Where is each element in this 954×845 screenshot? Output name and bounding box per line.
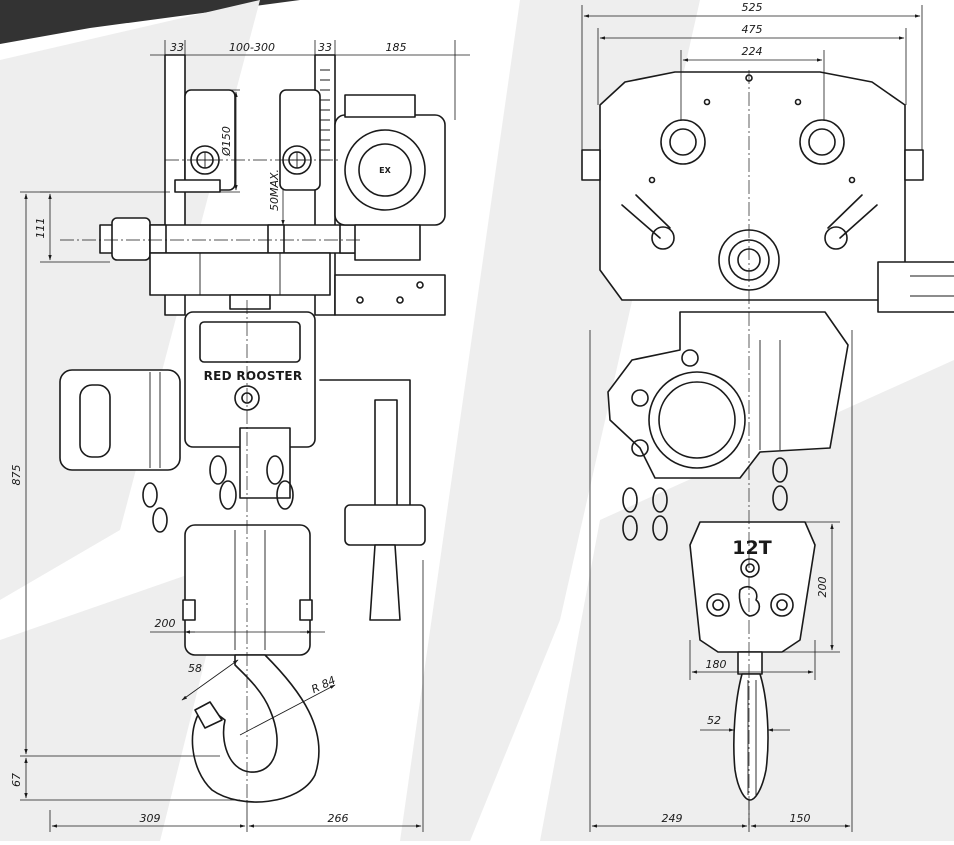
chain-front: [622, 457, 788, 541]
dim-block-width: 180: [706, 658, 727, 671]
hook: [191, 654, 320, 803]
dim-flange-left: 33: [170, 41, 184, 54]
dim-overall-width: 525: [742, 1, 763, 14]
dim-right-width: 266: [328, 812, 349, 825]
brand-marking: RED ROOSTER: [204, 369, 303, 383]
dim-motor-width: 185: [386, 41, 407, 54]
dim-bottom-offset: 67: [10, 773, 23, 787]
dim-top-group: 111: [34, 191, 170, 263]
dim-hook-block-group: 200: [150, 617, 325, 634]
dim-hook-opening: 58: [188, 662, 202, 675]
rooster-logo: [738, 585, 761, 617]
dim-flange-thickness: 50MAX.: [268, 169, 281, 211]
control-arm: [319, 379, 426, 621]
dim-block-width-group: 180: [689, 640, 816, 680]
dim-flange-thickness-group: 50MAX.: [268, 169, 285, 226]
dim-hook-width-group: 52: [700, 714, 790, 732]
dim-hook-width: 52: [707, 714, 721, 727]
dim-wheel-center: 224: [742, 45, 763, 58]
gearbox-left: [59, 369, 181, 471]
hook-block: [182, 524, 313, 656]
hook-block-front: 12T: [689, 521, 816, 653]
hook-front: [733, 651, 769, 801]
side-top-dimensions: 33 100-300 33 185: [150, 40, 470, 120]
ex-mark: EX: [379, 166, 391, 175]
dim-bottom-group: 67: [10, 757, 240, 801]
hoist-body: RED ROOSTER: [184, 311, 316, 499]
dim-wheel-diameter: Ø150: [220, 126, 233, 157]
trolley-right-plate: [279, 54, 336, 316]
motor: EX: [334, 94, 446, 316]
chain: [142, 455, 294, 533]
dim-front-right-width: 150: [790, 812, 811, 825]
dim-block-height: 200: [816, 577, 829, 598]
dim-left-width: 309: [140, 812, 161, 825]
dim-front-left-width: 249: [662, 812, 683, 825]
dim-total-height: 875: [10, 465, 23, 486]
dim-hook-block-width: 200: [155, 617, 176, 630]
dim-hook-radius: R 84: [309, 674, 337, 696]
side-bottom-dimensions: 309 266: [49, 560, 424, 832]
dim-top-to-flange: 111: [34, 218, 47, 239]
corner-band: [0, 0, 300, 44]
dim-height-group: 875: [10, 191, 220, 757]
dim-hook-opening-group: 58: [181, 659, 239, 701]
bg-shape-4: [0, 560, 230, 841]
front-view: 12T 525: [581, 1, 954, 832]
dim-flange-right: 33: [318, 41, 332, 54]
trolley-frame: [581, 71, 954, 313]
capacity-marking: 12T: [732, 537, 771, 559]
dim-inner-width: 475: [742, 23, 763, 36]
dim-flange-width: 100-300: [229, 41, 275, 54]
front-top-dimensions: 525 475 224: [581, 1, 923, 150]
front-bottom-dimensions: 249 150: [589, 330, 853, 832]
side-view: EX RED ROOSTER: [10, 40, 470, 832]
hoist-body-front: [607, 311, 849, 479]
dim-wheel: Ø150: [210, 89, 240, 193]
dim-block-height-group: 200: [782, 521, 840, 653]
